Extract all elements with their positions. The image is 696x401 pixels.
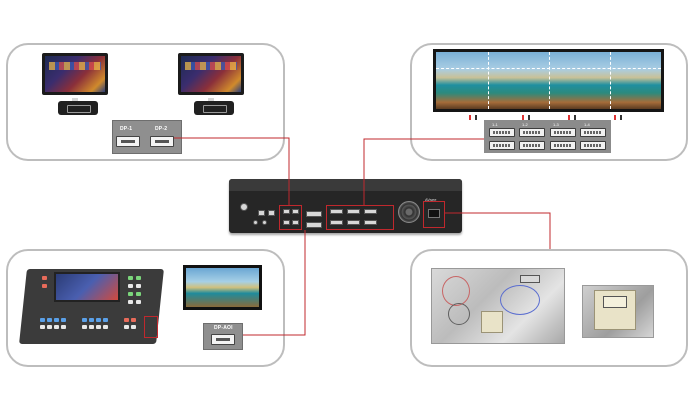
wall-split-2 [549,52,550,109]
wall-tick [528,115,530,120]
device-output-port [330,209,343,214]
console-key [96,318,101,322]
console-key [61,318,66,322]
console-key [54,325,59,329]
preview-monitor [183,265,262,310]
console-key [47,325,52,329]
wire-icon [500,285,540,315]
output-port [550,141,576,150]
dp-2-label: DP-2 [155,126,168,132]
wall-tick [620,115,622,120]
wall-split-3 [610,52,611,109]
console-key [136,292,141,296]
device-output-port [347,220,360,225]
output-3-label: 1-3 [553,122,559,127]
power-socket-icon [428,209,440,218]
console-key [96,325,101,329]
dp-1-label: DP-1 [120,126,133,132]
dp-aoi-port [211,334,235,345]
console-key [40,325,45,329]
console-key [136,284,141,288]
dp-2-port [150,136,174,147]
cooling-fan-icon [398,201,420,223]
device-input-port [283,209,290,214]
wire-icon [442,276,470,306]
wall-split-1 [488,52,489,109]
device-output-port [330,220,343,225]
console-key [128,300,133,304]
console-key [124,325,129,329]
device-port [306,211,322,217]
dp-1-port [116,136,140,147]
output-2-label: 1-2 [522,122,528,127]
wall-tick [568,115,570,120]
device-output-port [347,209,360,214]
output-port [519,128,545,137]
device-brand: AVsee [425,197,437,202]
output-port [489,141,515,150]
console-key [128,284,133,288]
device-output-port [364,220,377,225]
device-top-cover [229,179,462,191]
output-1-label: 1-1 [492,122,498,127]
wall-tick [475,115,477,120]
source-monitor-1 [42,53,108,95]
device-port [306,222,322,228]
console-key [136,300,141,304]
console-key [61,325,66,329]
device-output-section [326,205,394,230]
console-key [131,325,136,329]
dp-aoi-label: DP-AOI [214,325,233,331]
video-wall-display [433,49,664,112]
source-monitor-2 [178,53,244,95]
output-4-label: 1-4 [584,122,590,127]
filter-label-icon [603,296,627,308]
console-key [103,318,108,322]
wall-tick [469,115,471,120]
console-key [82,318,87,322]
device-input-port [292,209,299,214]
console-key [40,318,45,322]
console-key [47,318,52,322]
console-key [136,276,141,280]
device-input-port [292,220,299,225]
console-key [89,325,94,329]
wall-tick [522,115,524,120]
dp-adapter-1 [58,101,98,115]
device-port [268,210,275,216]
wire-icon [448,303,470,325]
wall-tick [614,115,616,120]
console-key [128,276,133,280]
device-input-port [283,220,290,225]
terminal-block-icon [520,275,540,283]
console-screen [54,272,120,302]
console-key [42,276,47,280]
device-power-switch [240,203,248,211]
console-key [42,284,47,288]
device-output-port [364,209,377,214]
console-output-section [144,316,158,338]
console-key [103,325,108,329]
device-port [262,220,267,225]
console-key [128,292,133,296]
wall-tick [574,115,576,120]
wall-split-horizontal [436,68,661,69]
console-key [89,318,94,322]
output-port [580,128,606,137]
console-key [124,318,129,322]
console-key [131,318,136,322]
console-key [54,318,59,322]
output-port [489,128,515,137]
output-port [580,141,606,150]
device-port [253,220,258,225]
output-port [550,128,576,137]
console-key [82,325,87,329]
power-filter-icon [481,311,503,333]
output-port [519,141,545,150]
device-port [258,210,265,216]
dp-adapter-2 [194,101,234,115]
device-input-section [279,205,302,230]
